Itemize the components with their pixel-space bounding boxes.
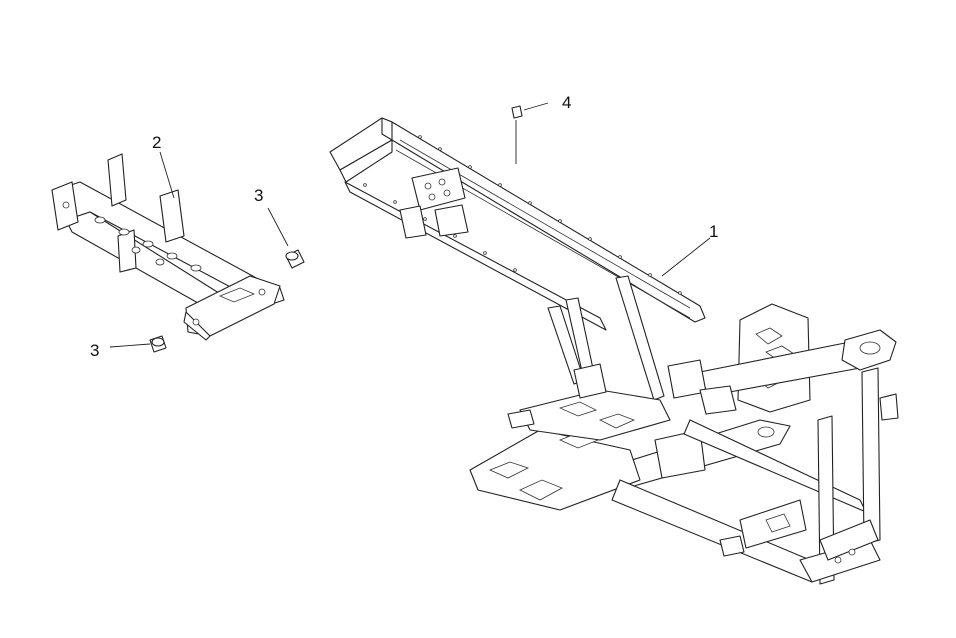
plug-part[interactable]: [511, 105, 523, 119]
callout-bolt-lower-label: 3: [90, 341, 99, 360]
bolt-upper-part[interactable]: [285, 249, 305, 269]
front-subframe-part[interactable]: [51, 153, 285, 341]
callout-frame-label: 1: [709, 222, 718, 241]
callout-bolt-upper-label: 3: [254, 186, 263, 205]
bolt-lower-part[interactable]: [149, 335, 167, 353]
leader-lines: [109, 102, 711, 348]
subframe-holes: [94, 216, 202, 272]
callout-subframe-label: 2: [152, 133, 161, 152]
rail-holes: [363, 135, 682, 295]
main-frame-part[interactable]: [329, 117, 899, 585]
callout-plug-label: 4: [562, 93, 571, 112]
